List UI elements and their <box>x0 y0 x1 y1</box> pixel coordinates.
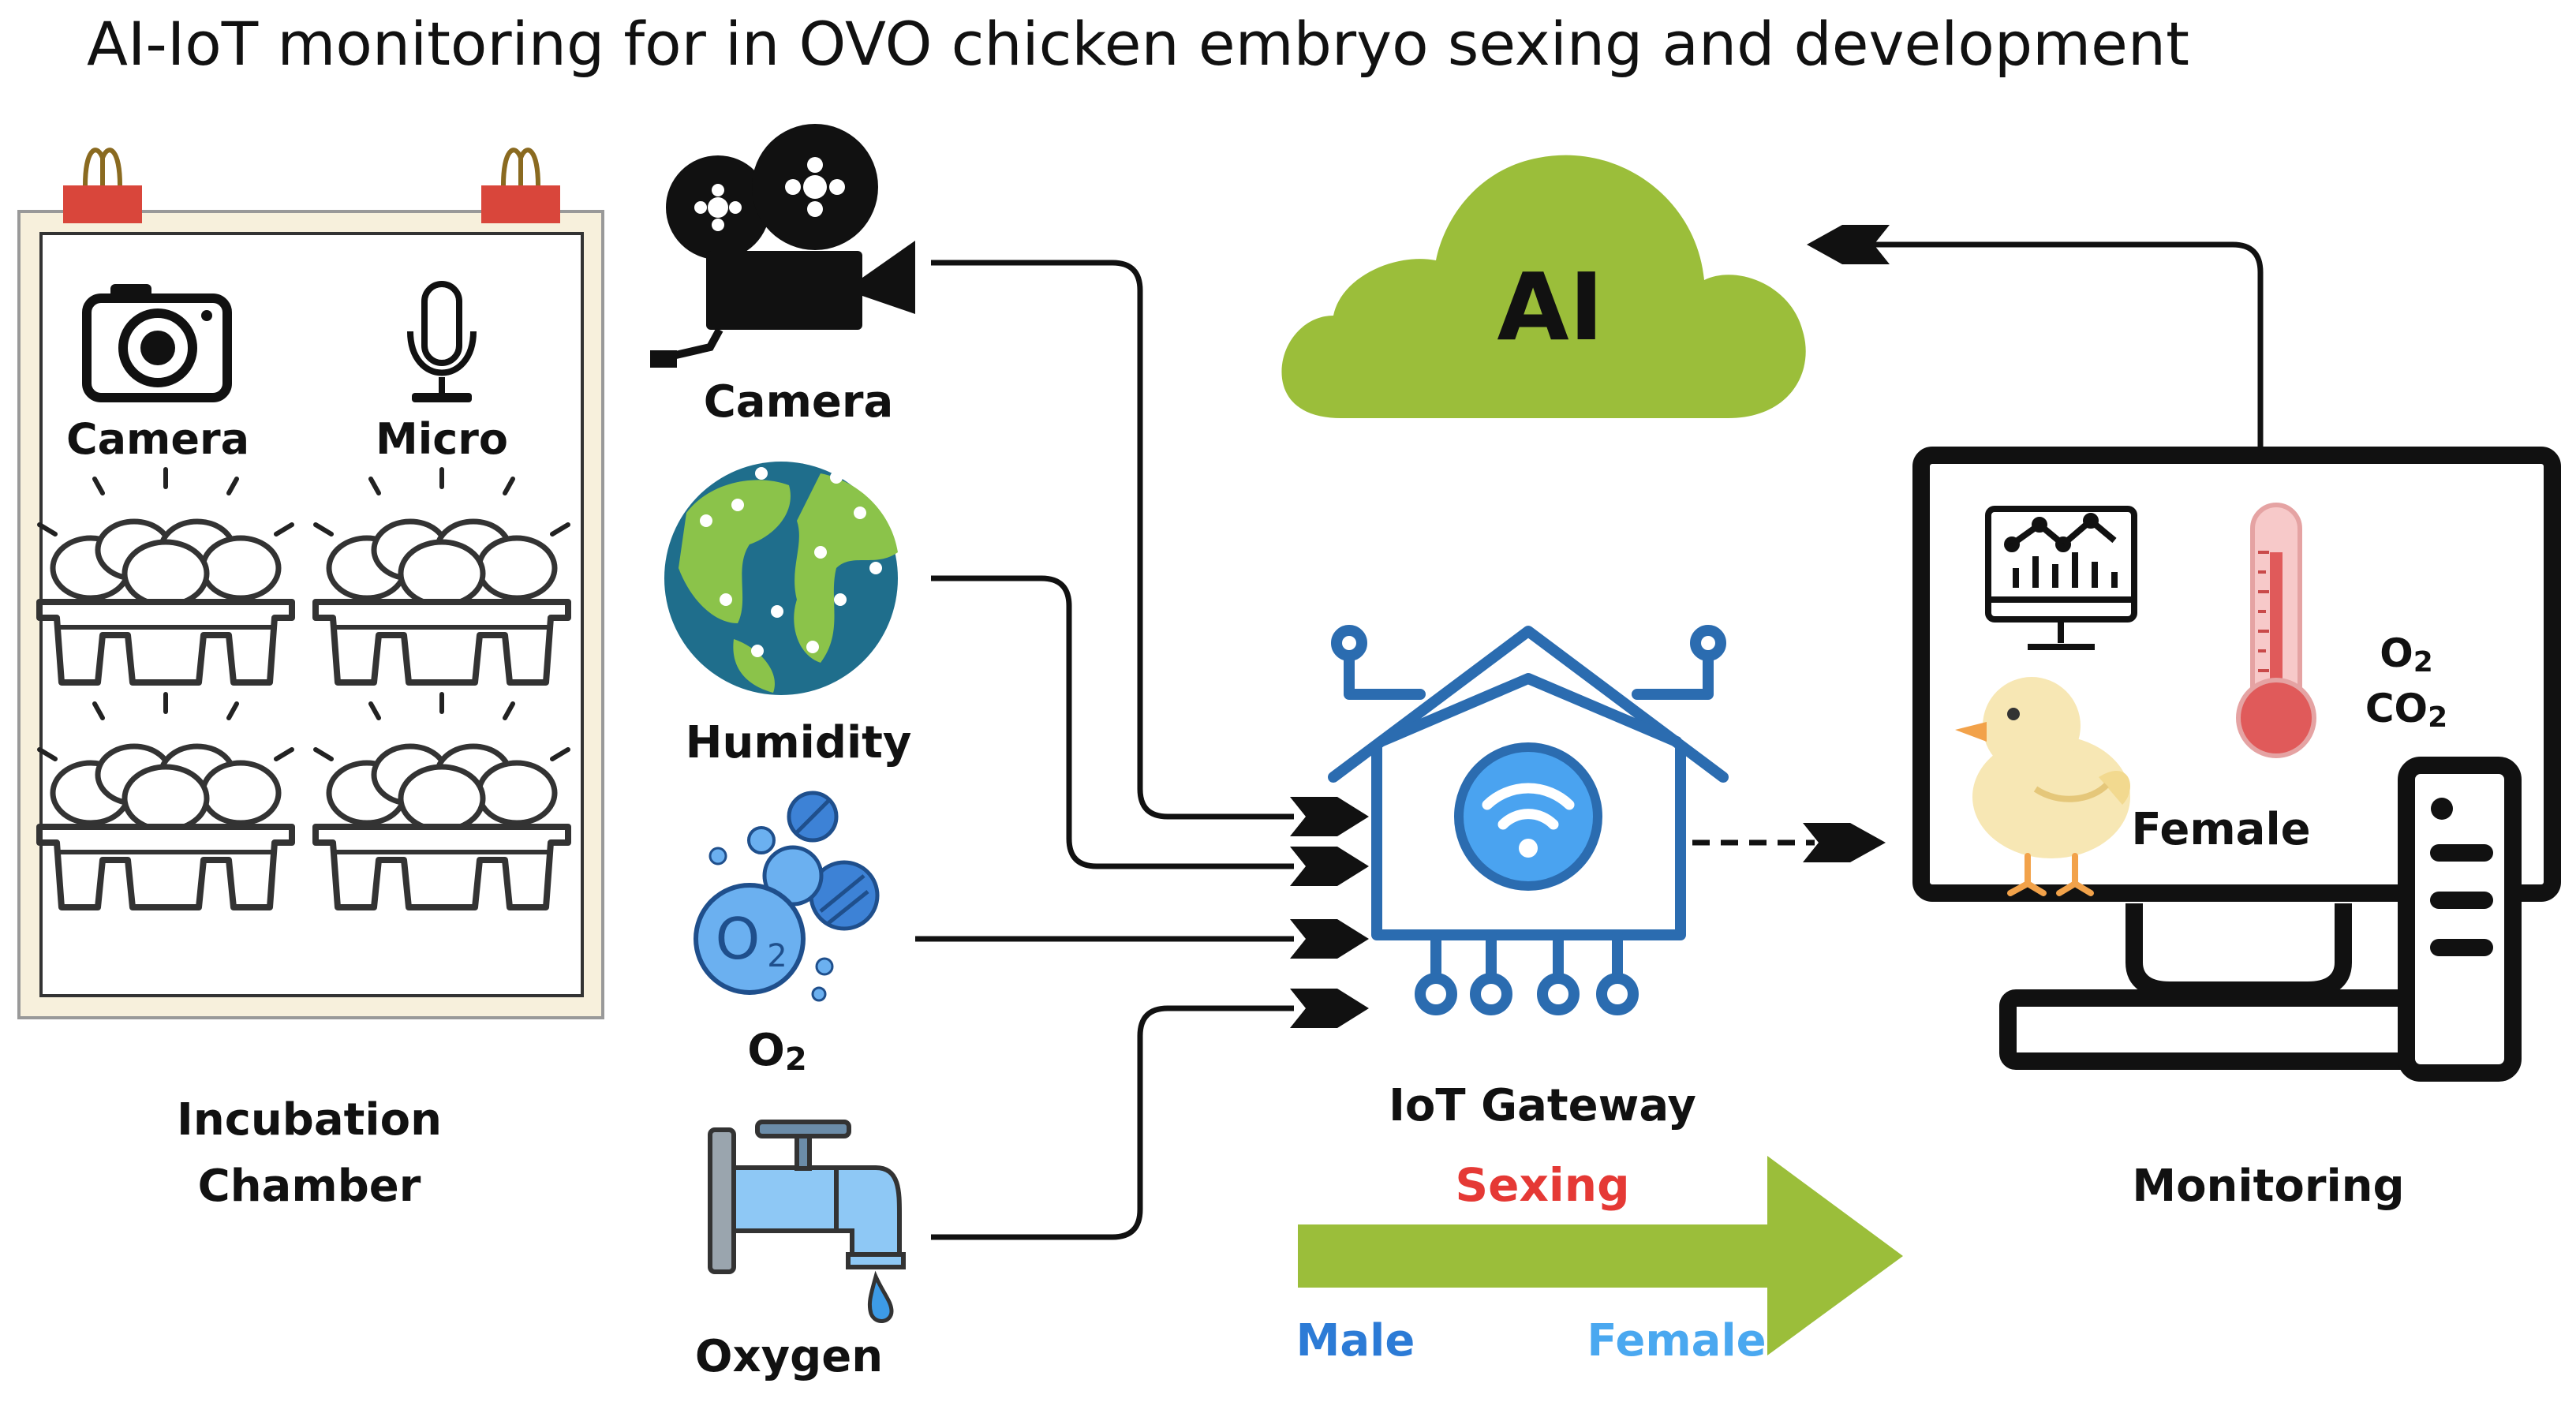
iot-gateway-icon <box>1328 625 1729 1015</box>
monitor-base <box>1999 989 2458 1070</box>
chick-icon <box>1955 677 2130 896</box>
cloud-shape <box>1281 155 1806 418</box>
monitor-o2-subscript: 2 <box>2413 646 2433 679</box>
monitor-co2-text: CO <box>2365 686 2428 731</box>
chamber-camera-label: Camera <box>66 414 249 464</box>
binder-clip-right-icon <box>481 148 560 223</box>
video-camera-icon <box>650 124 915 368</box>
water-tap-icon <box>708 1120 906 1323</box>
ai-cloud: AI <box>1281 155 1806 418</box>
monitor-stand <box>2125 903 2352 999</box>
arrowhead-humidity <box>1290 847 1369 886</box>
monitor-o2-label: O2 <box>2380 630 2433 679</box>
monitor-co2-subscript: 2 <box>2428 701 2447 734</box>
sexing-arrow-shape <box>1298 1156 1903 1355</box>
connector-camera <box>931 260 1294 820</box>
thermometer-icon <box>2236 503 2316 758</box>
monitor-to-cloud-arrowhead <box>1807 225 1890 264</box>
arrowhead-camera <box>1290 797 1369 836</box>
gateway-to-monitor-arrowhead <box>1803 823 1886 862</box>
input-arrowheads <box>1290 797 1369 1028</box>
monitor-co2-label: CO2 <box>2365 686 2447 734</box>
sexing-label: Sexing <box>1455 1158 1629 1212</box>
binder-clip-left-icon <box>63 148 142 223</box>
sensor-connectors <box>915 260 1294 1240</box>
incubation-chamber-label-line2: Chamber <box>198 1161 421 1212</box>
arrowhead-oxygen <box>1290 989 1369 1028</box>
sexing-male-label: Male <box>1296 1315 1415 1366</box>
diagram-title: AI-IoT monitoring for in OVO chicken emb… <box>87 9 2189 79</box>
iot-gateway-label: IoT Gateway <box>1389 1080 1696 1131</box>
sensor-o2-text: O <box>747 1025 785 1076</box>
microphone-icon <box>407 281 477 402</box>
pc-tower <box>2398 757 2522 1082</box>
sexing-female-label: Female <box>1587 1315 1766 1366</box>
incubation-chamber-label-line1: Incubation <box>177 1094 442 1146</box>
wifi-icon <box>1454 742 1602 891</box>
oxygen-bubbles-icon: O 2 <box>694 791 880 1002</box>
monitoring-label: Monitoring <box>2132 1161 2404 1212</box>
photo-camera-icon <box>82 284 232 402</box>
monitor-o2-text: O <box>2380 630 2413 676</box>
egg-tray-icon <box>312 692 571 910</box>
sensors-column: Camera Humidity O 2 <box>650 124 915 1382</box>
o2-bubble-symbol: O <box>716 906 761 972</box>
monitoring-station: O2 CO2 Female Monitoring <box>1912 447 2561 1212</box>
globe-humidity-icon <box>664 462 898 695</box>
dashboard-chart-icon <box>1985 506 2137 650</box>
sensor-o2-label: O2 <box>747 1025 806 1078</box>
sexing-arrow: Sexing Male Female <box>1296 1156 1903 1366</box>
connector-humidity <box>931 575 1294 869</box>
sensor-humidity-label: Humidity <box>686 717 912 768</box>
monitor-female-label: Female <box>2131 804 2310 855</box>
egg-tray-icon <box>36 467 295 686</box>
cloud-ai-label: AI <box>1497 252 1603 361</box>
monitor-to-cloud-line <box>1846 241 2264 450</box>
sensor-o2-subscript: 2 <box>785 1041 807 1078</box>
pc-tower-power-icon <box>2431 798 2453 820</box>
o2-bubble-subscript: 2 <box>767 938 787 974</box>
chamber-micro-label: Micro <box>376 414 508 464</box>
arrowhead-o2 <box>1290 919 1369 959</box>
connector-oxygen <box>931 1005 1294 1240</box>
incubation-chamber: Camera Micro <box>17 148 604 1212</box>
sensor-oxygen-label: Oxygen <box>695 1331 883 1382</box>
egg-tray-icon <box>312 467 571 686</box>
egg-tray-icon <box>36 692 295 910</box>
sensor-camera-label: Camera <box>704 376 894 428</box>
